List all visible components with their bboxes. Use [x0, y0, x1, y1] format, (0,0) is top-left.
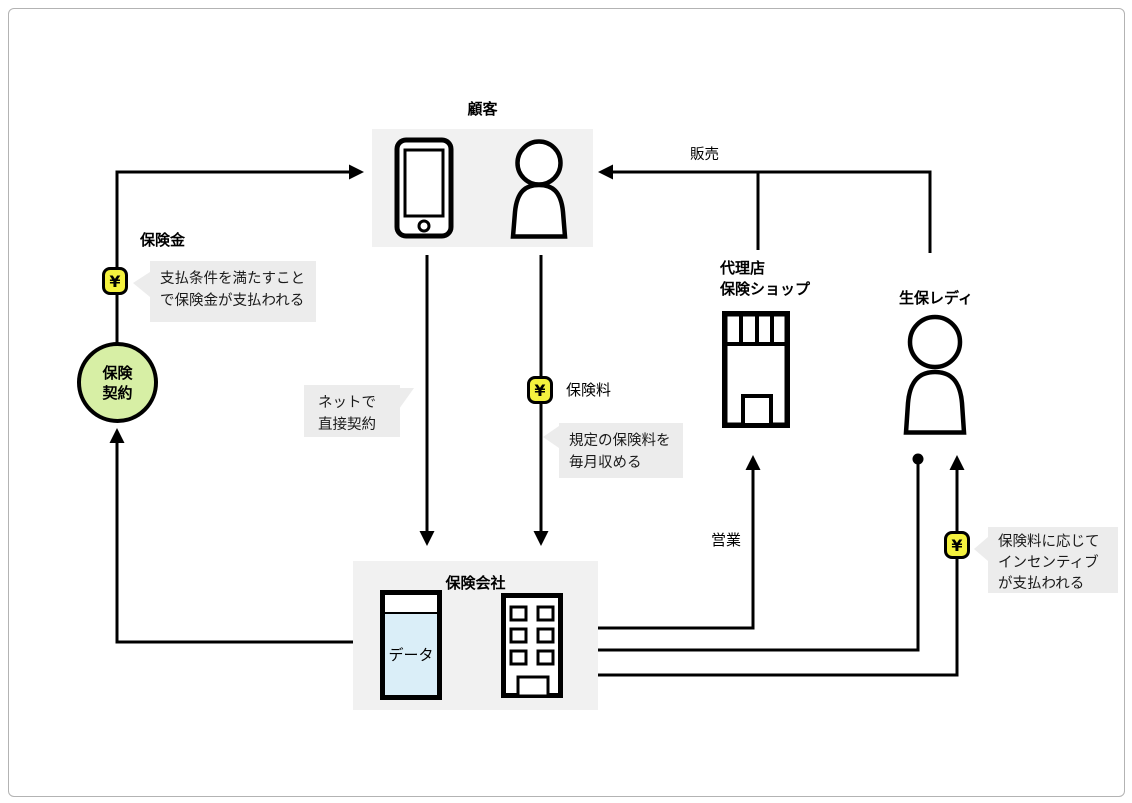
insurance-company-title: 保険会社 [445, 574, 506, 592]
incentive-callout-tail [974, 537, 988, 561]
office-building-icon [501, 593, 563, 698]
sales-arrow [598, 164, 932, 253]
benefit-callout: 支払条件を満たすこと で保険金が支払われる [150, 261, 316, 322]
incentive-callout-line3: が支払われる [998, 576, 1085, 592]
benefit-callout-line2: で保険金が支払われる [160, 293, 305, 309]
benefit-yen-icon: ¥ [102, 267, 128, 295]
database-cap [385, 595, 437, 612]
incentive-callout-line2: インセンティブ [998, 555, 1099, 571]
agency-label: 代理店 保険ショップ [720, 258, 830, 300]
online-callout-line2: 直接契約 [318, 417, 376, 433]
benefit-label: 保険金 [140, 231, 186, 249]
sales-lady-person-icon [903, 314, 967, 435]
online-contract-callout: ネットで 直接契約 [304, 385, 400, 437]
online-callout-line1: ネットで [318, 395, 376, 411]
premium-yen-icon: ¥ [527, 376, 553, 404]
contract-label-line1: 保険 [102, 363, 133, 382]
agency-shop-icon [722, 311, 790, 428]
premium-callout-line2: 毎月収める [569, 455, 642, 471]
sales-visit-label: 営業 [711, 531, 742, 549]
premium-callout-line1: 規定の保険料を [569, 433, 671, 449]
incentive-arrow [598, 455, 965, 677]
premium-callout-tail [543, 426, 559, 448]
agency-label-line2: 保険ショップ [720, 280, 811, 298]
premium-callout: 規定の保険料を 毎月収める [559, 423, 683, 478]
database-label: データ [385, 612, 437, 695]
customer-person-icon [510, 139, 568, 239]
customer-title: 顧客 [467, 100, 498, 118]
incentive-callout-line1: 保険料に応じて [998, 534, 1100, 550]
database-icon: データ [380, 590, 442, 700]
online-callout-tail [399, 388, 414, 409]
insurance-contract-node: 保険 契約 [77, 342, 158, 423]
incentive-yen-icon: ¥ [944, 531, 970, 559]
company-saleslady-dot-line [598, 453, 924, 652]
contract-label-line2: 契約 [102, 383, 133, 402]
online-contract-arrow [419, 255, 435, 546]
customer-group-box [372, 129, 593, 247]
contract-arrow [109, 428, 353, 644]
incentive-callout: 保険料に応じて インセンティブ が支払われる [988, 527, 1118, 593]
benefit-callout-tail [133, 272, 150, 297]
smartphone-icon [394, 137, 454, 239]
premium-label: 保険料 [566, 381, 612, 399]
sales-lady-label: 生保レディ [899, 289, 973, 307]
agency-label-line1: 代理店 [720, 259, 766, 277]
sales-label: 販売 [690, 147, 719, 163]
sales-visit-arrow [598, 455, 761, 630]
benefit-callout-line1: 支払条件を満たすこと [160, 271, 305, 287]
